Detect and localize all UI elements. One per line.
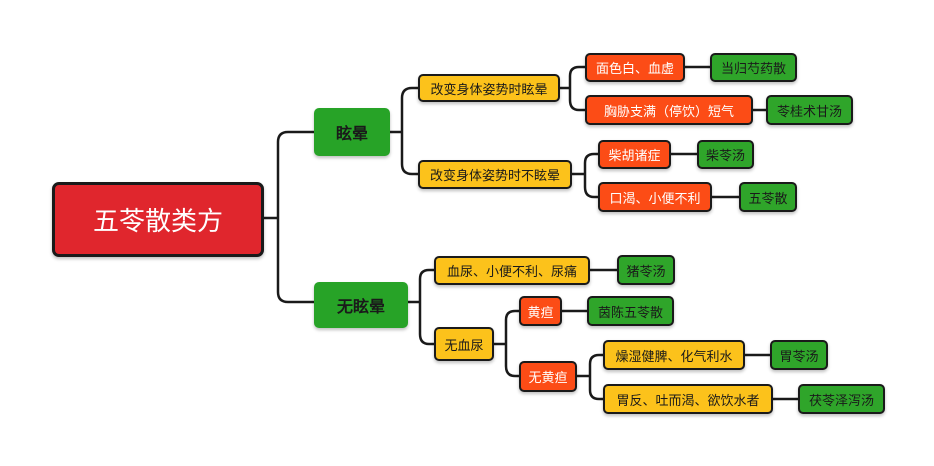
symptom-chest-fullness[interactable]: 胸胁支满（停饮）短气 xyxy=(585,95,753,125)
formula-weiling-tang[interactable]: 胃苓汤 xyxy=(770,340,828,370)
connector-dizzy xyxy=(388,86,420,176)
condition-no-hematuria[interactable]: 无血尿 xyxy=(434,327,494,361)
root-node[interactable]: 五苓散类方 xyxy=(52,182,264,257)
formula-danggui-shaoyao-san[interactable]: 当归芍药散 xyxy=(710,53,797,82)
symptom-thirst-urination[interactable]: 口渴、小便不利 xyxy=(598,182,712,212)
symptom-pale-blood-deficiency[interactable]: 面色白、血虚 xyxy=(585,53,685,82)
condition-hematuria[interactable]: 血尿、小便不利、尿痛 xyxy=(434,256,590,285)
connector-cond1 xyxy=(558,65,587,112)
connector-root xyxy=(262,130,316,304)
condition-stomach-reflux[interactable]: 胃反、吐而渴、欲饮水者 xyxy=(603,384,773,414)
formula-zhuling-tang[interactable]: 猪苓汤 xyxy=(617,255,675,285)
symptom-jaundice[interactable]: 黄疸 xyxy=(519,296,562,326)
symptom-no-jaundice[interactable]: 无黄疸 xyxy=(519,361,577,392)
connector-cond2 xyxy=(570,152,600,199)
formula-wuling-san[interactable]: 五苓散 xyxy=(739,182,797,212)
symptom-chaihu-syndrome[interactable]: 柴胡诸症 xyxy=(598,140,671,169)
formula-chailing-tang[interactable]: 柴苓汤 xyxy=(697,140,754,169)
condition-dry-damp-spleen[interactable]: 燥湿健脾、化气利水 xyxy=(603,340,745,370)
formula-linggui-zhugan-tang[interactable]: 苓桂术甘汤 xyxy=(766,95,853,125)
condition-posture-dizzy[interactable]: 改变身体姿势时眩晕 xyxy=(418,74,560,102)
connector-nohematuria xyxy=(492,309,521,378)
branch-no-dizziness[interactable]: 无眩晕 xyxy=(314,282,408,328)
condition-posture-not-dizzy[interactable]: 改变身体姿势时不眩晕 xyxy=(418,160,572,189)
branch-dizziness[interactable]: 眩晕 xyxy=(314,108,390,156)
connector-nojaundice xyxy=(575,353,605,401)
formula-fuling-zexie-tang[interactable]: 茯苓泽泻汤 xyxy=(798,384,885,414)
formula-yinchen-wuling-san[interactable]: 茵陈五苓散 xyxy=(587,296,674,326)
connector-nodizzy xyxy=(406,268,436,346)
